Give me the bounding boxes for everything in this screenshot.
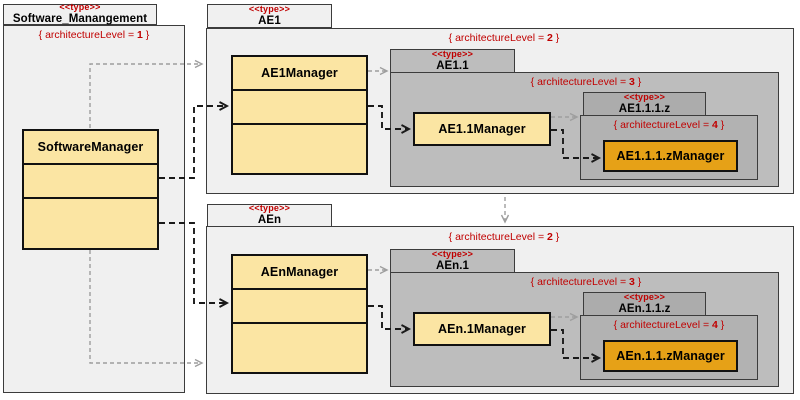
level-suffix: } (717, 319, 725, 331)
package-tab-software-management: <<type>> Software_Manangement (3, 2, 157, 26)
stereotype-label: <<type>> (431, 248, 474, 259)
package-name: AE1.1 (436, 59, 469, 72)
level-prefix: { architectureLevel = (530, 276, 630, 288)
level-value: 4 (712, 119, 718, 131)
class-aen-manager: AEnManager (231, 254, 368, 374)
level-value: 3 (629, 76, 635, 88)
package-tab-aen-1: <<type>> AEn.1 (390, 249, 515, 273)
level-suffix: } (717, 119, 725, 131)
level-value: 4 (712, 319, 718, 331)
package-name: Software_Manangement (12, 13, 148, 26)
architecture-level-label-3: { architectureLevel = 3 } (486, 76, 686, 88)
level-suffix: } (552, 231, 560, 243)
level-value: 2 (547, 231, 553, 243)
architecture-level-label-4: { architectureLevel = 4 } (580, 119, 758, 131)
architecture-level-label-1: { architectureLevel = 1 } (3, 29, 185, 41)
class-name: AEn.1.1.zManager (616, 349, 725, 363)
class-name: SoftwareManager (37, 140, 144, 154)
package-name: AEn (257, 214, 282, 227)
level-prefix: { architectureLevel = (448, 231, 548, 243)
class-aen-1-manager: AEn.1Manager (413, 312, 551, 346)
level-suffix: } (634, 76, 642, 88)
stereotype-label: <<type>> (431, 48, 474, 59)
package-tab-ae1-1-1-z: <<type>> AE1.1.1.z (583, 92, 706, 116)
package-tab-ae1: <<type>> AE1 (207, 4, 332, 28)
level-prefix: { architectureLevel = (613, 319, 713, 331)
level-suffix: } (552, 32, 560, 44)
level-value: 2 (547, 32, 553, 44)
level-value: 1 (137, 29, 143, 41)
class-compartment (233, 123, 366, 173)
class-name: AEnManager (260, 265, 339, 279)
level-prefix: { architectureLevel = (38, 29, 138, 41)
class-name: AE1.1.1.zManager (616, 149, 725, 163)
class-compartment (233, 288, 366, 322)
architecture-level-label-3b: { architectureLevel = 3 } (486, 276, 686, 288)
class-ae1-1-1-z-manager: AE1.1.1.zManager (603, 140, 738, 172)
package-tab-aen-1-1-z: <<type>> AEn.1.1.z (583, 292, 706, 316)
package-name: AEn.1.1.z (618, 302, 671, 315)
class-name: AE1Manager (261, 66, 338, 80)
level-suffix: } (634, 276, 642, 288)
class-name: AEn.1Manager (437, 322, 527, 336)
class-compartment (24, 163, 157, 197)
level-prefix: { architectureLevel = (613, 119, 713, 131)
package-tab-ae1-1: <<type>> AE1.1 (390, 49, 515, 73)
class-compartment (24, 197, 157, 248)
package-name: AEn.1 (435, 259, 470, 272)
stereotype-label: <<type>> (59, 2, 101, 13)
architecture-level-label-2: { architectureLevel = 2 } (404, 32, 604, 44)
level-prefix: { architectureLevel = (530, 76, 630, 88)
level-suffix: } (142, 29, 150, 41)
class-compartment (233, 322, 366, 372)
class-software-manager: SoftwareManager (22, 129, 159, 250)
level-prefix: { architectureLevel = (448, 32, 548, 44)
level-value: 3 (629, 276, 635, 288)
stereotype-label: <<type>> (623, 291, 666, 302)
stereotype-label: <<type>> (623, 91, 666, 102)
package-name: AE1 (258, 14, 281, 27)
stereotype-label: <<type>> (248, 203, 291, 214)
class-compartment (233, 89, 366, 123)
package-tab-aen: <<type>> AEn (207, 204, 332, 227)
architecture-level-label-2b: { architectureLevel = 2 } (404, 231, 604, 243)
stereotype-label: <<type>> (248, 3, 291, 14)
class-ae1-manager: AE1Manager (231, 55, 368, 175)
package-name: AE1.1.1.z (618, 102, 671, 115)
class-name: AE1.1Manager (438, 122, 526, 136)
class-ae1-1-manager: AE1.1Manager (413, 112, 551, 146)
architecture-level-label-4b: { architectureLevel = 4 } (580, 319, 758, 331)
class-aen-1-1-z-manager: AEn.1.1.zManager (603, 340, 738, 372)
